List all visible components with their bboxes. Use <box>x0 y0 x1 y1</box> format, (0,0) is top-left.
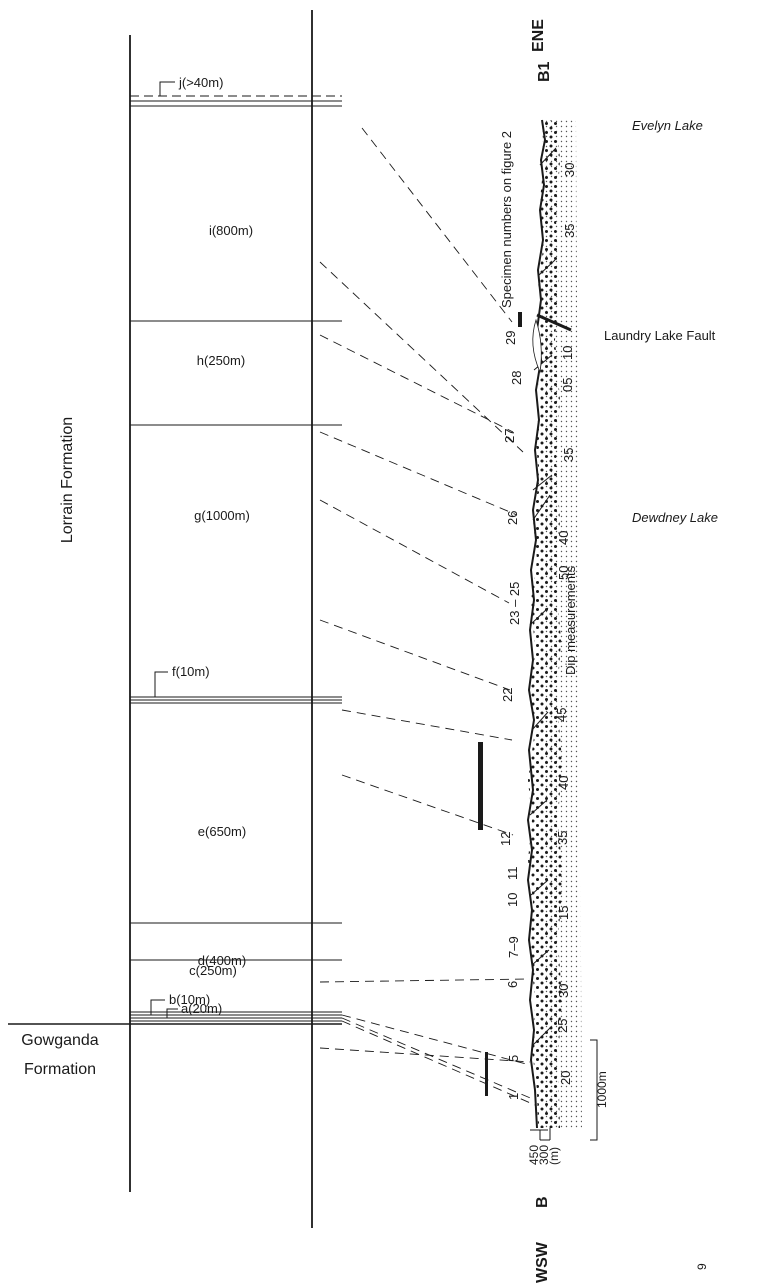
profile-surface-line <box>526 119 547 1129</box>
dip-value-45: 45 <box>554 708 569 722</box>
correlation-line-a-2 <box>341 1020 536 1106</box>
dip-value-50: 50 <box>556 566 571 580</box>
laundry-lake-fault-line <box>536 313 572 332</box>
stratigraphic-column: j(>40m) i(800m) h(250m) g(1000m) f(10m) … <box>8 10 342 1228</box>
dip-measurements-caption: Dip measurements <box>563 565 578 675</box>
correlation-line-b <box>341 1014 531 1066</box>
unit-label-i: i(800m) <box>209 223 253 238</box>
point-b1: B1 <box>536 61 553 82</box>
point-b: B <box>534 1196 551 1208</box>
correlation-line-g <box>319 619 511 691</box>
correlation-line-e <box>341 774 514 836</box>
specimen-number-10: 10 <box>505 893 520 907</box>
correlation-line-c <box>319 1047 531 1063</box>
specimen-number-12: 12 <box>498 832 513 846</box>
dewdney-lake-label: Dewdney Lake <box>632 510 718 525</box>
scale-bar <box>590 1039 598 1141</box>
specimen-number-11: 11 <box>505 867 520 881</box>
dip-value-15: 15 <box>556 906 571 920</box>
specimen-number-23-25: 23 – 25 <box>507 582 522 625</box>
correlation-line-i-mid <box>319 261 524 453</box>
correlation-line-i-top <box>361 127 513 323</box>
dip-value-30b: 30 <box>556 984 571 998</box>
specimen-number-22: 22 <box>500 688 515 702</box>
unit-label-c: c(250m) <box>189 963 237 978</box>
specimen-number-1: 1 <box>506 1093 521 1100</box>
dip-value-25: 25 <box>555 1019 570 1033</box>
bedding-ticks <box>529 147 557 1046</box>
unit-label-d: d(400m) <box>198 953 246 968</box>
dip-value-10: 10 <box>560 346 575 360</box>
profile-dotted-fill <box>528 120 563 1128</box>
specimen-range-bar-29 <box>518 312 522 327</box>
specimen-numbers-caption: Specimen numbers on figure 2 <box>499 131 514 308</box>
unit-label-e: e(650m) <box>198 824 246 839</box>
dip-value-35b: 35 <box>561 448 576 462</box>
unit-label-f: f(10m) <box>172 664 210 679</box>
unit-label-a: a(20m) <box>181 1001 222 1016</box>
section-labels: Specimen numbers on figure 2 Dip measure… <box>498 19 709 1283</box>
unit-label-h: h(250m) <box>197 353 245 368</box>
laundry-lake-fault-label: Laundry Lake Fault <box>604 328 716 343</box>
dip-value-05: 05 <box>560 378 575 392</box>
correlation-line-d <box>319 978 531 983</box>
dip-value-30a: 30 <box>562 163 577 177</box>
correlation-line-a-1 <box>341 1017 536 1101</box>
lens-feature <box>532 318 542 374</box>
lorrain-formation-label: Lorrain Formation <box>59 417 76 543</box>
dip-value-40b: 40 <box>556 776 571 790</box>
specimen-number-5: 5 <box>506 1055 521 1062</box>
leader-a <box>166 1008 178 1018</box>
correlation-line-g-upper <box>319 499 510 604</box>
direction-wsw: WSW <box>534 1241 551 1283</box>
correlation-lines <box>319 127 536 1106</box>
elevation-axis <box>539 1128 551 1141</box>
page-number: 9 <box>695 1263 709 1270</box>
cross-section-profile <box>526 119 582 1131</box>
dip-value-35a: 35 <box>562 224 577 238</box>
correlation-line-h-top <box>319 334 514 433</box>
specimen-range-bar-1-5 <box>485 1052 488 1096</box>
correlation-line-f <box>341 709 513 741</box>
unit-label-j: j(>40m) <box>178 75 223 90</box>
specimen-number-29: 29 <box>503 331 518 345</box>
elevation-label-450: 450 <box>527 1145 541 1165</box>
specimen-range-bar-12-22 <box>478 742 483 830</box>
specimen-number-28: 28 <box>509 371 524 385</box>
direction-ene: ENE <box>530 19 547 52</box>
specimen-number-6: 6 <box>505 981 520 988</box>
gowganda-formation-label-2: Formation <box>24 1061 96 1078</box>
leader-f <box>154 671 168 697</box>
gowganda-formation-label-1: Gowganda <box>21 1032 98 1049</box>
leader-j <box>159 81 175 96</box>
specimen-number-7-9: 7–9 <box>506 936 521 958</box>
unit-label-b: b(10m) <box>169 992 210 1007</box>
dip-value-40a: 40 <box>556 531 571 545</box>
dip-value-20: 20 <box>558 1071 573 1085</box>
correlation-line-h-base <box>319 431 518 516</box>
unit-label-g: g(1000m) <box>194 508 250 523</box>
elevation-label-m: (m) <box>547 1147 561 1165</box>
scale-bar-label: 1000m <box>595 1071 609 1108</box>
dip-value-35c: 35 <box>555 831 570 845</box>
specimen-number-27: 27 <box>502 429 517 443</box>
specimen-number-26: 26 <box>505 511 520 525</box>
leader-b <box>150 999 165 1015</box>
elevation-label-300: 300 <box>537 1145 551 1165</box>
evelyn-lake-label: Evelyn Lake <box>632 118 703 133</box>
